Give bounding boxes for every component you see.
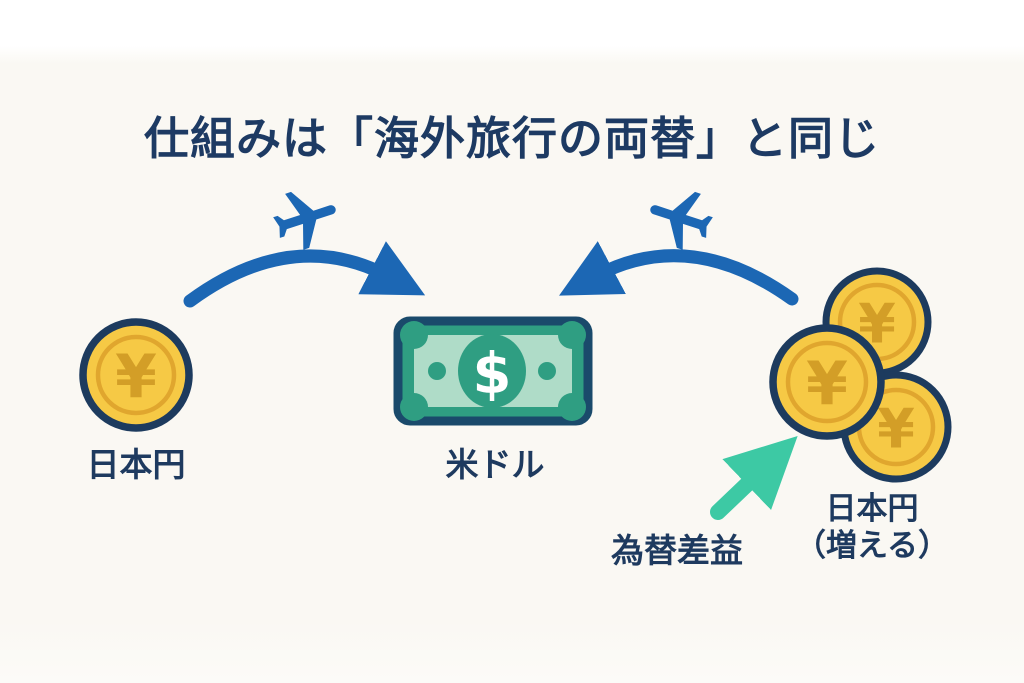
yen-increase-label-line1: 日本円 xyxy=(825,491,919,527)
yen-coin-stack-icon: ¥ ¥ ¥ xyxy=(769,267,952,483)
airplane-right-icon xyxy=(273,191,336,250)
yen-label: 日本円 xyxy=(86,445,186,484)
yen-increase-label: 日本円 （増える） xyxy=(770,491,974,565)
page-title: 仕組みは「海外旅行の両替」と同じ xyxy=(143,112,880,165)
yen-symbol: ¥ xyxy=(115,342,157,412)
airplane-left-icon xyxy=(650,191,713,250)
up-right-arrow-icon xyxy=(710,435,798,520)
yen-symbol: ¥ xyxy=(806,349,848,419)
yen-coin-icon: ¥ xyxy=(79,318,193,432)
dollar-bill-icon: $ xyxy=(393,316,593,426)
yen-symbol: ¥ xyxy=(877,398,915,461)
coin-front: ¥ xyxy=(769,324,885,440)
dollar-symbol: $ xyxy=(473,342,512,407)
curved-arrow-left-icon xyxy=(559,241,799,306)
usd-label: 米ドル xyxy=(445,445,545,484)
yen-increase-label-line2: （増える） xyxy=(794,528,950,564)
curved-arrow-right-icon xyxy=(183,241,426,308)
exchange-gain-label: 為替差益 xyxy=(611,531,743,570)
